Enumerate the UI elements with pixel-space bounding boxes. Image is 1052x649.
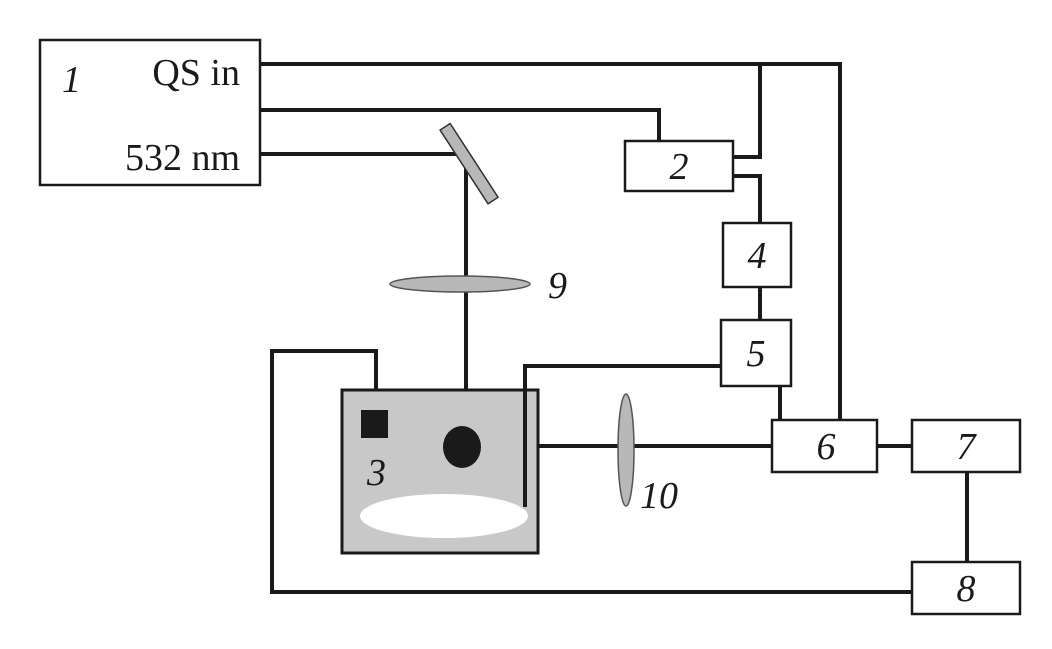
box-2: 2 xyxy=(623,139,735,193)
laser-port-qs-in: QS in xyxy=(152,52,240,94)
wire-box2-to-box4 xyxy=(731,174,762,225)
heater-square-icon xyxy=(361,410,388,438)
mirror-icon xyxy=(439,122,500,205)
box-5-label: 5 xyxy=(747,333,766,375)
box-7-label: 7 xyxy=(957,426,978,468)
box-8-label: 8 xyxy=(957,568,976,610)
lens-9-label: 9 xyxy=(548,265,567,307)
lens-10-icon xyxy=(617,393,635,507)
box-5: 5 xyxy=(719,318,793,388)
wire-qs-branch-to-box2 xyxy=(731,62,762,159)
sample-icon xyxy=(443,426,481,468)
box-4-label: 4 xyxy=(748,235,767,277)
box-7: 7 xyxy=(910,418,1022,474)
laser-box xyxy=(38,38,262,187)
box-4: 4 xyxy=(721,221,793,289)
box-6: 6 xyxy=(770,418,879,474)
wire-laser-to-box2 xyxy=(258,108,661,143)
laser-port-532nm: 532 nm xyxy=(125,137,240,179)
wire-box8-to-heater xyxy=(270,349,914,594)
box-8: 8 xyxy=(910,560,1022,616)
wires xyxy=(258,62,969,594)
cell-pool xyxy=(360,494,528,538)
box-6-label: 6 xyxy=(817,426,836,468)
laser-1: 1 QS in 532 nm xyxy=(38,38,262,187)
box-2-label: 2 xyxy=(670,146,689,188)
wire-qs-to-box6 xyxy=(258,62,842,422)
lens-9-icon xyxy=(389,275,531,293)
cell-3-label: 3 xyxy=(366,452,386,494)
sample-cell-3: 3 xyxy=(340,388,540,555)
laser-number: 1 xyxy=(62,59,81,101)
lens-10-label: 10 xyxy=(640,475,678,517)
